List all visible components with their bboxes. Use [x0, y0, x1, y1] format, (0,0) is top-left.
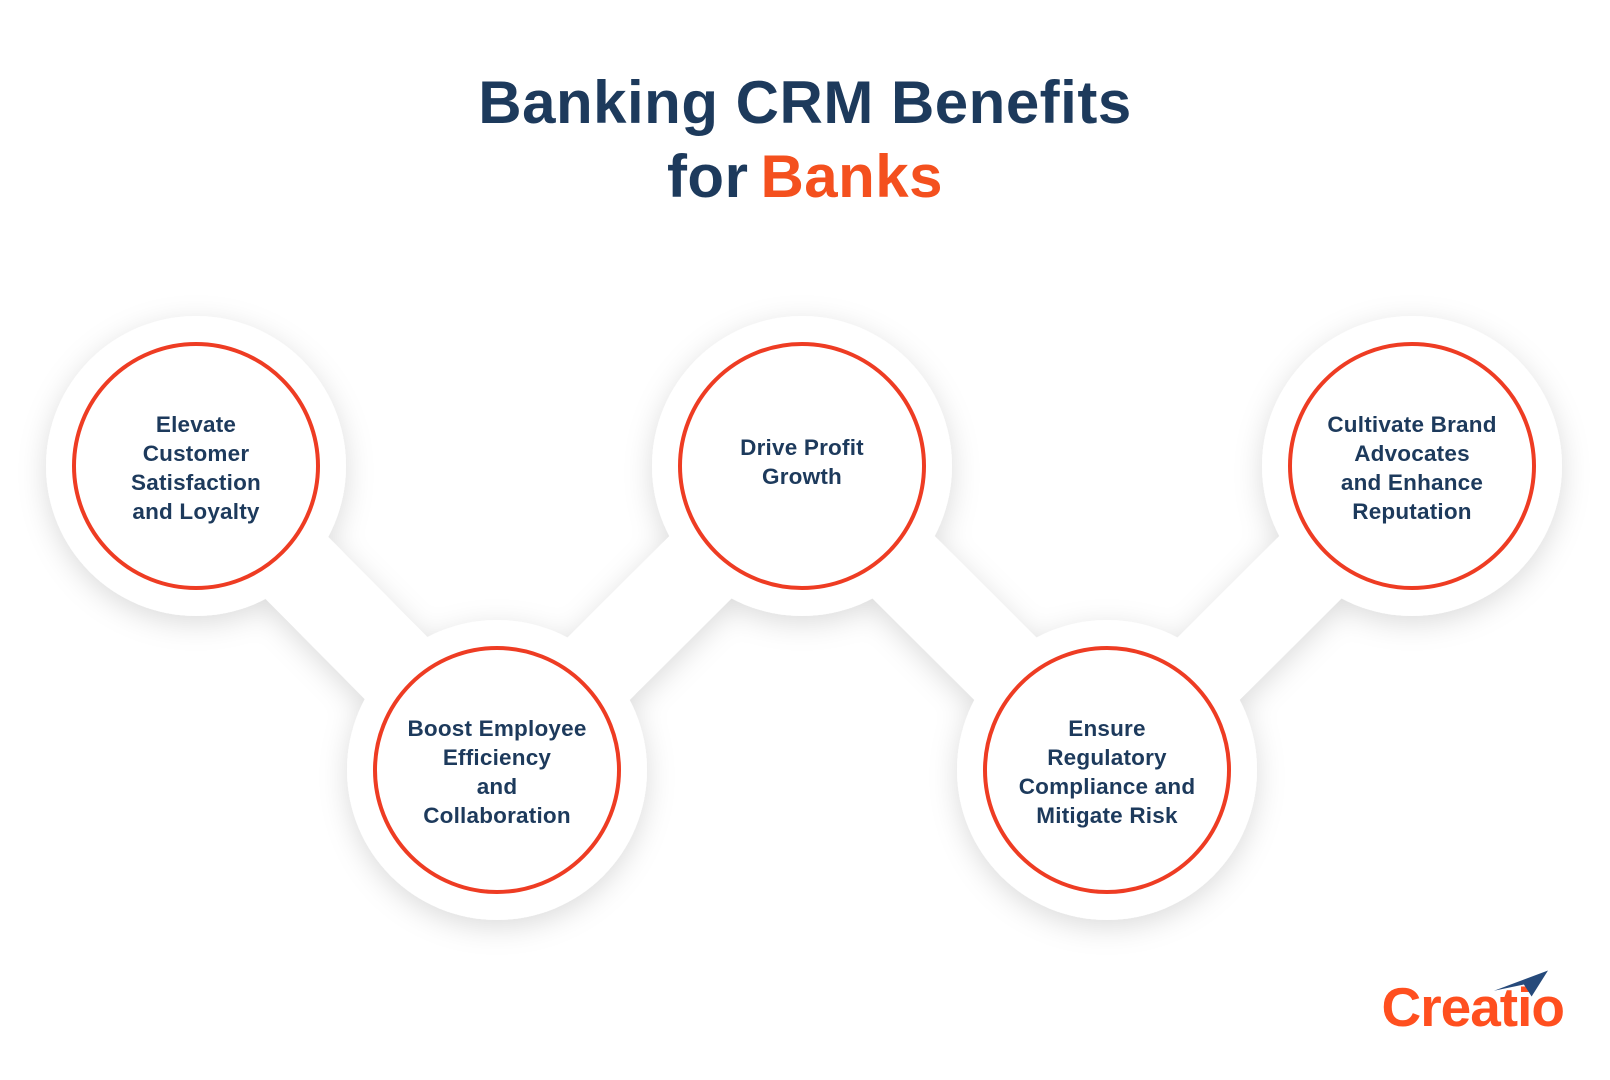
- node-inner-circle: [72, 342, 320, 590]
- node-inner-circle: [983, 646, 1231, 894]
- benefit-label-1: Elevate Customer Satisfaction and Loyalt…: [131, 412, 261, 524]
- title-line2-prefix: for: [666, 143, 749, 210]
- node-inner-circle: [1288, 342, 1536, 590]
- paper-plane-arrow-icon: [1494, 970, 1548, 997]
- benefit-label-3: Drive Profit Growth: [740, 435, 864, 489]
- node-inner-circle: [373, 646, 621, 894]
- title-line2-accent: Banks: [760, 143, 944, 210]
- benefit-label-5: Cultivate Brand Advocates and Enhance Re…: [1327, 412, 1497, 524]
- benefit-label-4: Ensure Regulatory Compliance and Mitigat…: [1018, 716, 1196, 828]
- creatio-logo: Creatio: [1382, 970, 1565, 1035]
- benefit-label-2: Boost Employee Efficiency and Collaborat…: [407, 716, 587, 828]
- node-inner-circle: [678, 342, 926, 590]
- title-line1: Banking CRM Benefits: [478, 69, 1132, 136]
